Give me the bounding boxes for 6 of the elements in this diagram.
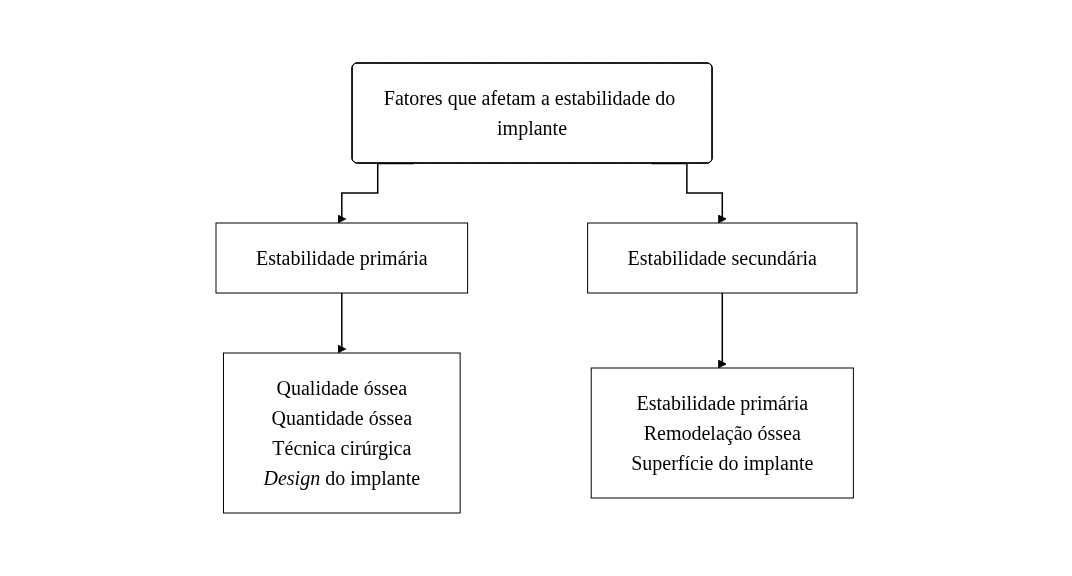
node-box: Estabilidade primária Remodelação óssea Superfície do implante [590, 367, 854, 499]
node-box: Estabilidade primária [215, 222, 468, 294]
node-box: Estabilidade secundária [586, 222, 857, 294]
node-box: Qualidade óssea Quantidade óssea Técnica cirúrgica Design do implante [222, 352, 461, 514]
arrow [717, 292, 727, 369]
arrow [336, 292, 346, 354]
